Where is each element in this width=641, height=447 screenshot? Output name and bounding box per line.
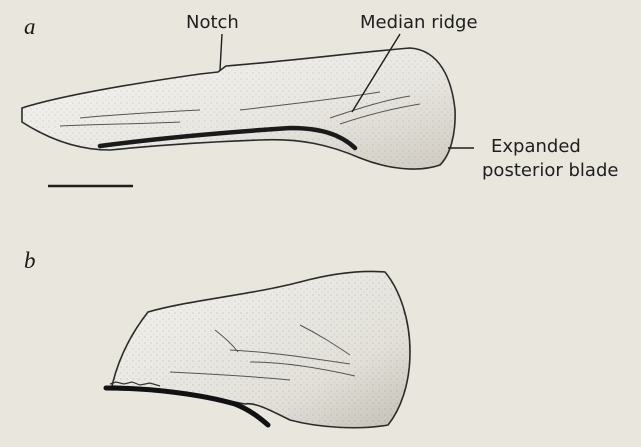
bone-a bbox=[22, 48, 455, 169]
label-expanded-posterior-blade: Expanded bbox=[480, 136, 581, 158]
panel-letter-b: b bbox=[24, 248, 36, 274]
bone-b-stipple bbox=[112, 271, 410, 427]
bone-a-stipple bbox=[22, 48, 455, 169]
label-median-ridge: Median ridge bbox=[360, 12, 478, 34]
label-posterior-blade-line2: posterior blade bbox=[482, 160, 618, 182]
bone-b bbox=[106, 271, 410, 427]
panel-letter-a: a bbox=[24, 14, 36, 40]
label-notch: Notch bbox=[186, 12, 239, 34]
label-expanded-line1: Expanded bbox=[480, 136, 581, 158]
